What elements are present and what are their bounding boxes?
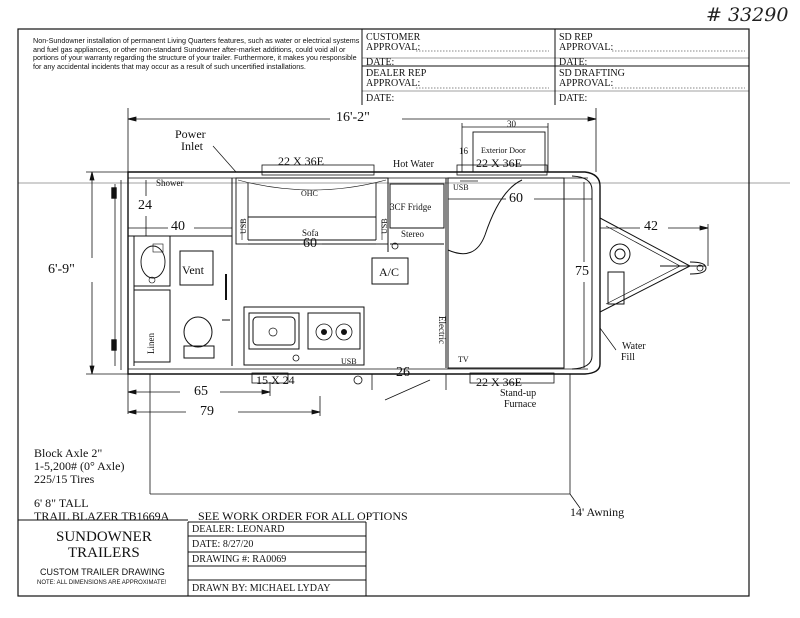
power-inlet-label: Power (175, 127, 206, 141)
window-top-left (261, 164, 375, 176)
awning-outline (149, 374, 581, 509)
dimensions-note: NOTE: ALL DIMENSIONS ARE APPROXIMATE! (37, 580, 167, 586)
approval-block (361, 29, 749, 105)
dim-40-label: 40 (171, 219, 185, 234)
window-top-right (456, 164, 548, 176)
furnace-label-2: Furnace (504, 399, 537, 410)
overall-length-dim (127, 108, 597, 180)
sd-rep-approval-label: SD REP (559, 32, 593, 43)
dim-26-label: 26 (396, 365, 410, 380)
window-bottom-right (469, 372, 555, 384)
warranty-disclaimer: Non-Sundowner installation of permanent … (33, 36, 360, 71)
dim-65-label: 65 (194, 384, 208, 399)
width-label: 6'-9" (48, 262, 75, 277)
company-name-2: TRAILERS (68, 545, 140, 561)
dim-24-label: 24 (138, 198, 152, 213)
usb-kitchen-label: USB (341, 357, 357, 366)
furnace-label: Stand-up (500, 388, 537, 399)
sd-drafting-date-label: DATE: (559, 93, 588, 104)
tongue-length-dim (600, 224, 709, 266)
axle-rating-label: 1-5,200# (0° Axle) (34, 459, 125, 473)
dim-60-sofa-label: 60 (303, 236, 317, 251)
tires-label: 225/15 Tires (34, 472, 95, 486)
usb-bed-label: USB (453, 183, 469, 192)
entry-door-swing (353, 374, 447, 401)
date-label: DATE: 8/27/20 (192, 539, 254, 550)
overall-length-label: 16'-2" (336, 110, 370, 125)
kitchen-counter (243, 306, 365, 366)
usb-sofa-left-label: USB (239, 218, 248, 234)
sd-drafting-approval-label: SD DRAFTING (559, 68, 625, 79)
water-fill-label-2: Fill (621, 352, 635, 363)
usb-sofa-right-label: USB (380, 218, 389, 234)
dealer-rep-approval-label: DEALER REP (366, 68, 427, 79)
awning-label: 14' Awning (570, 505, 625, 519)
ohc-label: OHC (301, 189, 318, 198)
axle-label: Block Axle 2" (34, 446, 103, 460)
drawing-number-label: DRAWING #: RA0069 (192, 554, 287, 565)
company-name: SUNDOWNER (56, 529, 152, 545)
tv-label: TV (458, 355, 469, 364)
sofa-label: Sofa (302, 228, 319, 238)
trailer-tongue (599, 217, 707, 313)
water-fill-label: Water (622, 341, 646, 352)
vent-label: Vent (182, 263, 204, 277)
sd-rep-approval-label-2: APPROVAL: (559, 42, 614, 53)
customer-date-label: DATE: (366, 57, 395, 68)
fridge-label: 3CF Fridge (390, 202, 432, 212)
window-bottom-right-label: 22 X 36E (476, 375, 522, 389)
electric-label: Electric (437, 316, 447, 344)
model-label: TRAIL BLAZER TB1669A (34, 509, 170, 523)
stereo-label: Stereo (401, 229, 424, 239)
dealer-label: DEALER: LEONARD (192, 524, 285, 535)
bottom-dims (127, 374, 321, 416)
dim-16-label: 16 (459, 146, 468, 156)
exterior-door-label: Exterior Door (481, 146, 526, 155)
work-order-label: SEE WORK ORDER FOR ALL OPTIONS (198, 509, 408, 523)
dim-60-bed-label: 60 (509, 191, 523, 206)
customer-approval-label-2: APPROVAL: (366, 42, 421, 53)
fridge-cabinet (387, 178, 447, 368)
dim-75-label: 75 (575, 264, 589, 279)
sd-rep-date-label: DATE: (559, 57, 588, 68)
bed-area (447, 177, 565, 369)
ac-unit (371, 257, 409, 285)
width-dim (86, 171, 128, 375)
dim-30-label: 30 (507, 119, 516, 129)
ac-label: A/C (379, 265, 400, 279)
window-top-left-label: 22 X 36E (278, 154, 324, 168)
drawing-type-label: CUSTOM TRAILER DRAWING (40, 567, 165, 577)
power-inlet-label-2: Inlet (181, 139, 203, 153)
dealer-rep-date-label: DATE: (366, 93, 395, 104)
drawn-by-label: DRAWN BY: MICHAEL LYDAY (192, 583, 331, 594)
sd-drafting-approval-label-2: APPROVAL: (559, 78, 614, 89)
leader-lines (212, 145, 617, 351)
page-border (17, 28, 750, 597)
dealer-rep-approval-label-2: APPROVAL: (366, 78, 421, 89)
window-top-right-label: 22 X 36E (476, 156, 522, 170)
linen-label: Linen (146, 333, 156, 354)
height-label: 6' 8" TALL (34, 496, 89, 510)
title-block (18, 519, 367, 596)
job-number: # 33290 (706, 4, 789, 26)
dim-42-label: 42 (644, 219, 658, 234)
shower-label: Shower (156, 178, 184, 188)
bathroom-walls (128, 178, 233, 366)
hot-water-label: Hot Water (393, 159, 434, 170)
door-width-dim (461, 123, 549, 172)
dim-79-label: 79 (200, 404, 214, 419)
window-bottom-small-label: 15 X 24 (256, 373, 295, 387)
customer-approval-label: CUSTOMER (366, 32, 421, 43)
